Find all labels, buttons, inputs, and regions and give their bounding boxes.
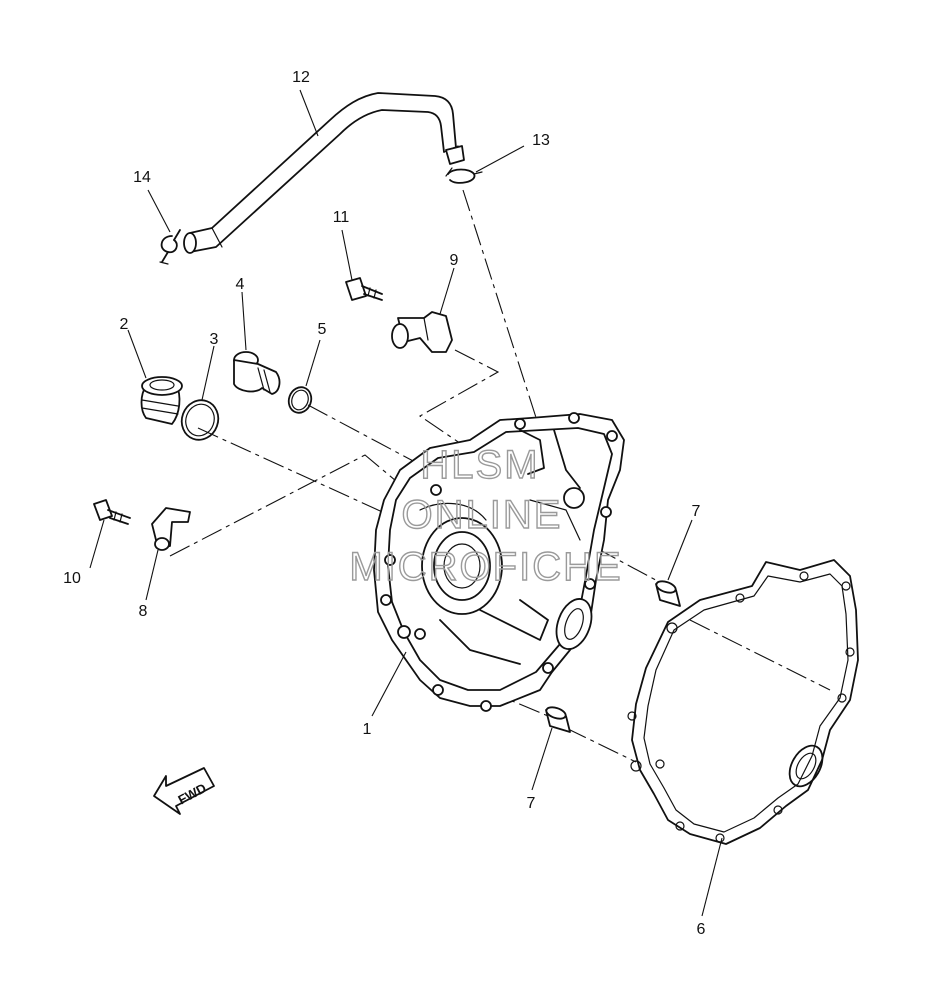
- callouts: 12 14 13 11 9 4 2 3 5 10 8 1 7 7 6: [63, 69, 705, 938]
- callout-4: 4: [236, 276, 245, 293]
- gasket-6: [627, 559, 859, 845]
- bracket-8: [151, 507, 191, 551]
- callout-11: 11: [333, 209, 350, 226]
- callout-7-upper: 7: [692, 503, 701, 520]
- hose-clip-13: [445, 167, 483, 184]
- crankcase-cover-1: [373, 412, 625, 712]
- watermark: HLSM ONLINE MICROFICHE: [349, 442, 622, 589]
- plug-2: [140, 376, 183, 425]
- o-ring-5: [287, 386, 313, 414]
- bracket-9: [391, 311, 453, 353]
- callout-6: 6: [697, 921, 706, 938]
- callout-9: 9: [450, 252, 459, 269]
- callout-14: 14: [133, 169, 151, 186]
- callout-13: 13: [532, 132, 550, 149]
- bolt-10: [93, 499, 131, 525]
- breather-hose: [183, 92, 465, 254]
- forward-direction-arrow: FWD: [153, 767, 215, 815]
- callout-12: 12: [292, 69, 310, 86]
- callout-10: 10: [63, 570, 81, 587]
- callout-7-lower: 7: [527, 795, 536, 812]
- dowel-pin-7-upper: [655, 580, 681, 607]
- callout-1: 1: [363, 721, 372, 738]
- callout-5: 5: [318, 321, 327, 338]
- plug-4: [233, 351, 281, 395]
- dowel-pin-7-lower: [545, 706, 571, 733]
- bolt-11: [345, 277, 383, 301]
- watermark-line-1: HLSM: [420, 443, 539, 487]
- callout-8: 8: [139, 603, 148, 620]
- o-ring-3: [180, 399, 220, 441]
- watermark-line-3: MICROFICHE: [349, 545, 622, 589]
- hose-clip-14: [159, 229, 181, 265]
- watermark-line-2: ONLINE: [402, 493, 563, 537]
- callout-3: 3: [210, 331, 219, 348]
- callout-2: 2: [120, 316, 129, 333]
- leader-lines: [89, 89, 723, 917]
